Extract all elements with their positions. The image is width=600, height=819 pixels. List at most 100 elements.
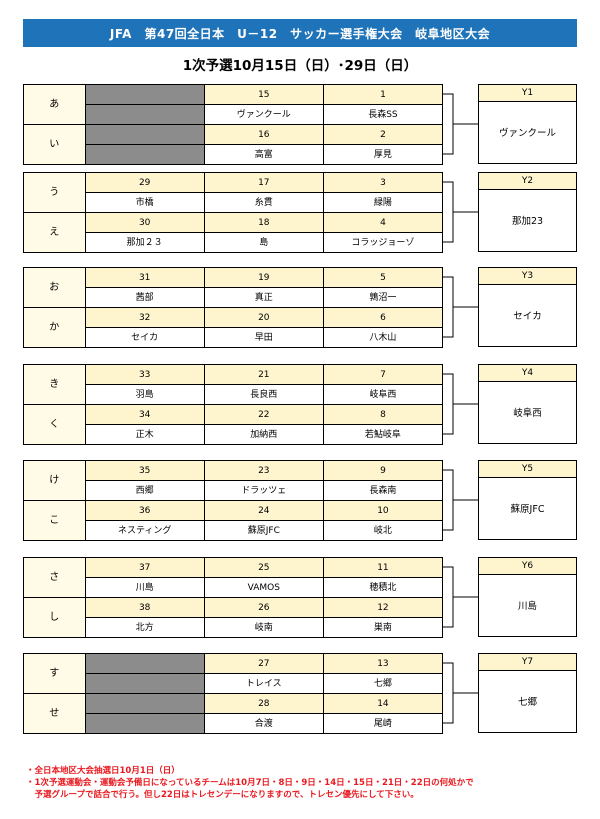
empty-slot-cell <box>84 124 205 145</box>
group-key-cell: あ <box>23 84 86 125</box>
seed-number-cell: 4 <box>322 212 444 233</box>
group-key-cell: さ <box>23 557 86 598</box>
notes: ・全日本地区大会抽選日10月1日（日） ・1次予選運動会・運動会予備日になってい… <box>26 765 586 801</box>
table-row: 羽島長良西岐阜西 <box>24 384 444 405</box>
seed-number-cell: 2 <box>322 124 444 145</box>
note-line: 予選グループで話合で行う。但し22日はトレセンデーになりますので、トレセン優先に… <box>26 790 419 800</box>
table-row: 正木加納西若鮎岐阜 <box>24 424 444 445</box>
winner-team-name: セイカ <box>513 311 542 322</box>
seed-number-cell: 28 <box>203 693 324 714</box>
winner-box: Y2 那加23 <box>478 172 577 252</box>
team-name-cell: コラッジョーゾ <box>322 232 444 253</box>
seed-number-cell: 11 <box>322 557 444 578</box>
note-line: ・1次予選運動会・運動会予備日になっているチームは10月7日・8日・9日・14日… <box>26 778 474 788</box>
team-name-cell: 八木山 <box>322 327 444 348</box>
seed-number-cell: 23 <box>203 460 324 481</box>
team-name-cell: ネスティング <box>84 520 205 541</box>
seed-number-cell: 37 <box>84 557 205 578</box>
team-name-cell: 北方 <box>84 617 205 638</box>
bracket-lines <box>443 566 478 628</box>
team-name-cell: 早田 <box>203 327 324 348</box>
bracket-connector <box>443 93 478 155</box>
team-name-cell: 正木 <box>84 424 205 445</box>
bracket-lines <box>443 373 478 435</box>
winner-team-name: 川島 <box>517 601 537 612</box>
seed-number-cell: 12 <box>322 597 444 618</box>
seed-number-cell: 24 <box>203 500 324 521</box>
bracket-lines <box>443 469 478 531</box>
bracket-lines <box>443 662 478 724</box>
group-key-cell: こ <box>23 500 86 541</box>
seed-number-cell: 36 <box>84 500 205 521</box>
table-row: 合渡尾崎 <box>24 713 444 734</box>
table-row: 北方岐南巣南 <box>24 617 444 638</box>
seed-number-cell: 34 <box>84 404 205 425</box>
seed-number-cell: 17 <box>203 172 324 193</box>
group-key-cell: け <box>23 460 86 501</box>
group-key-cell: え <box>23 212 86 253</box>
winner-code-label: Y2 <box>479 173 576 190</box>
seed-number-cell: 33 <box>84 364 205 385</box>
seed-number-cell: 13 <box>322 653 444 674</box>
page-header: JFA 第47回全日本 U－12 サッカー選手権大会 岐阜地区大会 <box>23 19 577 47</box>
winner-code-label: Y3 <box>479 268 576 285</box>
seed-number-cell: 18 <box>203 212 324 233</box>
bracket-connector <box>443 662 478 724</box>
seed-number-cell: 16 <box>203 124 324 145</box>
bracket-connector <box>443 181 478 243</box>
bracket-lines <box>443 93 478 155</box>
bracket-connector <box>443 566 478 628</box>
page-subtitle: 1次予選10月15日（日）･29日（日） <box>182 58 418 74</box>
note-line: ・全日本地区大会抽選日10月1日（日） <box>26 766 180 776</box>
group-key-cell: せ <box>23 693 86 734</box>
winner-code-label: Y6 <box>479 558 576 575</box>
table-row: トレイス七郷 <box>24 673 444 694</box>
table-row: 高富厚見 <box>24 144 444 165</box>
table-row: 茜部真正鶉沼一 <box>24 287 444 308</box>
table-row: ヴァンクール長森SS <box>24 104 444 125</box>
team-name-cell: 合渡 <box>203 713 324 734</box>
seed-number-cell: 7 <box>322 364 444 385</box>
empty-slot-cell <box>84 144 205 165</box>
seed-number-cell: 15 <box>203 84 324 105</box>
seed-number-cell: 26 <box>203 597 324 618</box>
winner-team-name: 岐阜西 <box>513 408 542 419</box>
empty-slot-cell <box>84 653 205 674</box>
bracket-connector <box>443 373 478 435</box>
group-key-cell: す <box>23 653 86 694</box>
team-name-cell: セイカ <box>84 327 205 348</box>
winner-code-label: Y7 <box>479 654 576 671</box>
seed-number-cell: 5 <box>322 267 444 288</box>
winner-team-name: 那加23 <box>511 216 544 227</box>
winner-team-name: 七郷 <box>517 697 537 708</box>
seed-number-cell: 38 <box>84 597 205 618</box>
winner-team-name: ヴァンクール <box>498 128 556 139</box>
seed-number-cell: 21 <box>203 364 324 385</box>
seed-number-cell: 22 <box>203 404 324 425</box>
group-key-cell: く <box>23 404 86 445</box>
empty-slot-cell <box>84 104 205 125</box>
bracket-lines <box>443 181 478 243</box>
